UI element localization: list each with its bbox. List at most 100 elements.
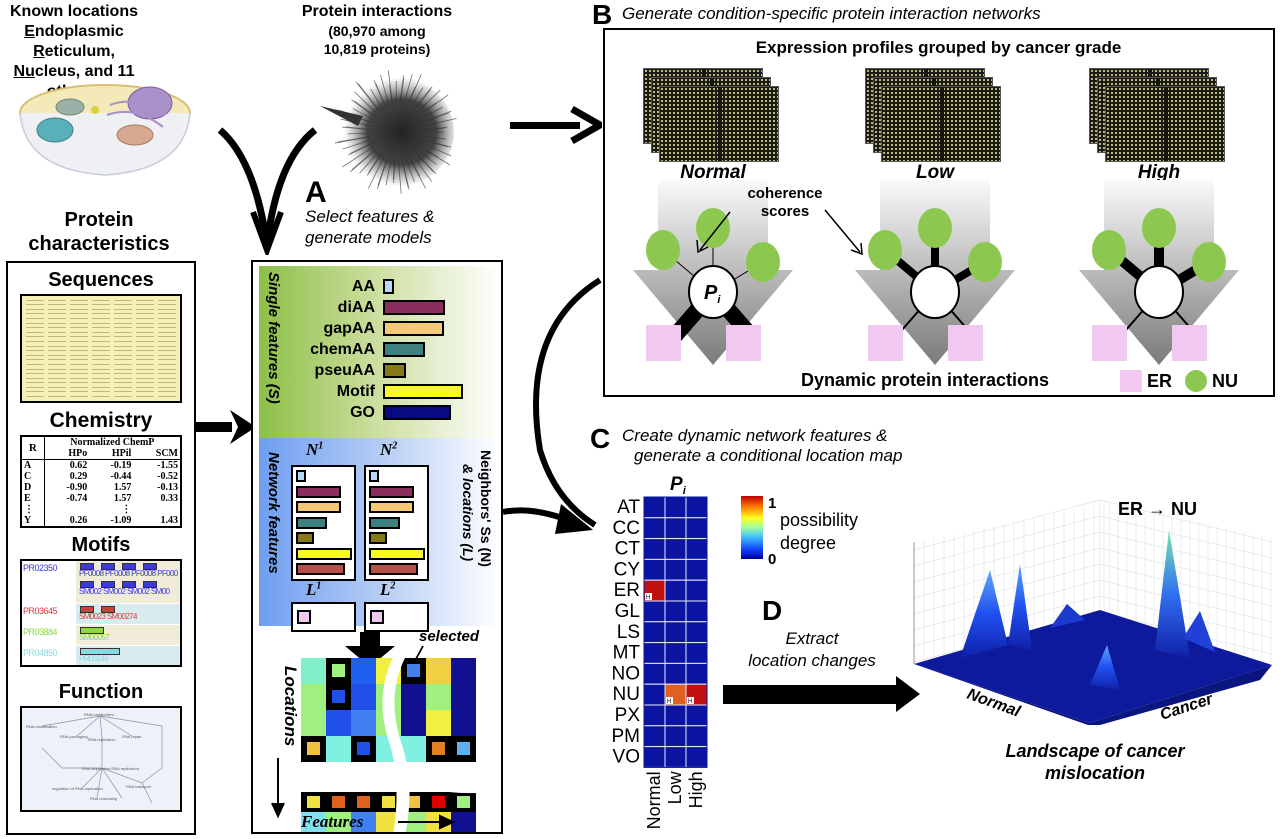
model-cell bbox=[351, 710, 376, 736]
network-edge bbox=[385, 156, 392, 186]
nu-protein-node bbox=[696, 208, 730, 248]
neighbor-feature-bar bbox=[296, 547, 352, 560]
neighbor-feature-bar bbox=[369, 547, 425, 560]
coherence-line2: scores bbox=[760, 203, 810, 220]
heatmap-cell bbox=[643, 517, 666, 540]
sequence-line bbox=[26, 363, 176, 365]
model-cell bbox=[451, 812, 476, 832]
arrow-chemistry-to-a bbox=[196, 410, 256, 444]
model-cell bbox=[401, 684, 426, 710]
chem-group-header: Normalized ChemP bbox=[70, 437, 155, 448]
model-cell bbox=[326, 812, 351, 832]
condition-label: High bbox=[1137, 162, 1181, 183]
single-feature-row: GO bbox=[283, 402, 493, 423]
heatmap-row-label: ER bbox=[614, 580, 640, 601]
arrow-to-panel-b bbox=[510, 105, 602, 145]
neighbor-feature-bar bbox=[369, 470, 379, 482]
nu-protein-node bbox=[918, 208, 952, 248]
chem-cell: 1.57 bbox=[113, 493, 132, 504]
heatmap-cell bbox=[685, 725, 708, 748]
locations-axis-arrow bbox=[271, 758, 285, 819]
grid-line bbox=[913, 563, 1101, 615]
model-cell-selected bbox=[407, 796, 420, 808]
protein-characteristics-panel: Sequences Chemistry R Normalized ChemP H… bbox=[6, 261, 196, 835]
center-protein-node bbox=[1134, 265, 1184, 319]
go-node-label: regulation of RNA replication bbox=[52, 786, 103, 791]
curved-arrow-into-a bbox=[217, 127, 318, 255]
network-edge bbox=[373, 80, 387, 110]
center-node-label: Pi bbox=[704, 282, 721, 306]
legend-nu-swatch bbox=[1185, 370, 1208, 392]
heatmap-cell bbox=[664, 517, 687, 540]
sequences-image bbox=[20, 294, 182, 403]
sequence-line bbox=[26, 345, 176, 347]
heatmap-title: Pi bbox=[670, 474, 687, 497]
model-cell bbox=[301, 812, 326, 832]
n1-label: N1 bbox=[306, 440, 323, 460]
panel-c-caption-line2: generate a conditional location map bbox=[634, 446, 903, 465]
n2-feature-box bbox=[364, 465, 429, 581]
model-cell bbox=[426, 658, 451, 684]
sequence-line bbox=[26, 373, 176, 375]
expression-microarray-stack bbox=[643, 68, 783, 163]
network-spike bbox=[320, 106, 363, 126]
feature-bar bbox=[383, 363, 406, 378]
motif-domain bbox=[80, 606, 94, 613]
colorbar-label-line2: degree bbox=[780, 533, 836, 553]
motif-protein-id: PR03645 bbox=[22, 604, 76, 624]
neighbors-label-line1: Neighbors' Ss (N) bbox=[478, 450, 494, 567]
l2-box bbox=[364, 602, 429, 632]
model-cell-selected bbox=[307, 742, 320, 755]
network-edge bbox=[407, 153, 421, 177]
feature-name: Motif bbox=[336, 382, 375, 400]
chem-col-header-row: HPo HPil SCM bbox=[22, 448, 180, 460]
heatmap-cell bbox=[685, 662, 708, 685]
grid-break-vertical bbox=[382, 658, 410, 832]
arrow-right-stroke bbox=[263, 127, 318, 246]
sequence-line bbox=[26, 350, 176, 352]
heatmap-row-label: LS bbox=[617, 622, 640, 643]
sequence-line bbox=[26, 308, 176, 310]
function-title: Function bbox=[58, 681, 144, 703]
single-feature-row: pseuAA bbox=[283, 360, 493, 381]
network-edge bbox=[410, 152, 432, 182]
network-edge bbox=[418, 141, 452, 157]
heatmap-cell bbox=[664, 704, 687, 727]
neighbor-feature-bar bbox=[296, 532, 314, 544]
network-edge bbox=[420, 118, 457, 127]
grid-line bbox=[1099, 547, 1273, 591]
heatmap-col-label: Low bbox=[665, 770, 685, 804]
chem-cell: 0.62 bbox=[69, 460, 88, 471]
er-protein-node bbox=[948, 325, 983, 361]
center-node-sub: i bbox=[717, 294, 721, 306]
heatmap-cell bbox=[643, 642, 666, 664]
arrow-head bbox=[555, 504, 593, 534]
model-cell-selected bbox=[407, 664, 420, 677]
heatmap-marker bbox=[645, 593, 652, 600]
chem-cell bbox=[44, 504, 89, 515]
grid-line bbox=[913, 579, 1101, 631]
mitochondrion-icon bbox=[55, 98, 85, 116]
single-feature-row: diAA bbox=[283, 297, 493, 318]
motif-domain bbox=[80, 563, 94, 570]
sequence-line bbox=[26, 304, 176, 306]
grid-line bbox=[1099, 515, 1273, 559]
model-cell bbox=[451, 710, 476, 736]
interaction-network-hairball bbox=[320, 70, 457, 194]
heatmap-cell bbox=[664, 496, 687, 519]
microarray-divider bbox=[718, 87, 722, 161]
panel-a-letter: A bbox=[305, 176, 327, 209]
model-cell-selected bbox=[382, 796, 395, 808]
nu-protein-node bbox=[646, 230, 680, 270]
model-cell bbox=[351, 684, 376, 710]
network-edge bbox=[354, 91, 379, 115]
features-axis-label: Features bbox=[301, 812, 364, 831]
landscape-peak bbox=[1090, 645, 1120, 690]
sequence-line bbox=[26, 331, 176, 333]
network-edge bbox=[404, 155, 415, 182]
microarray-image bbox=[881, 86, 1001, 162]
heatmap-row-label: AT bbox=[617, 497, 640, 518]
l1-location-swatch bbox=[297, 610, 311, 624]
